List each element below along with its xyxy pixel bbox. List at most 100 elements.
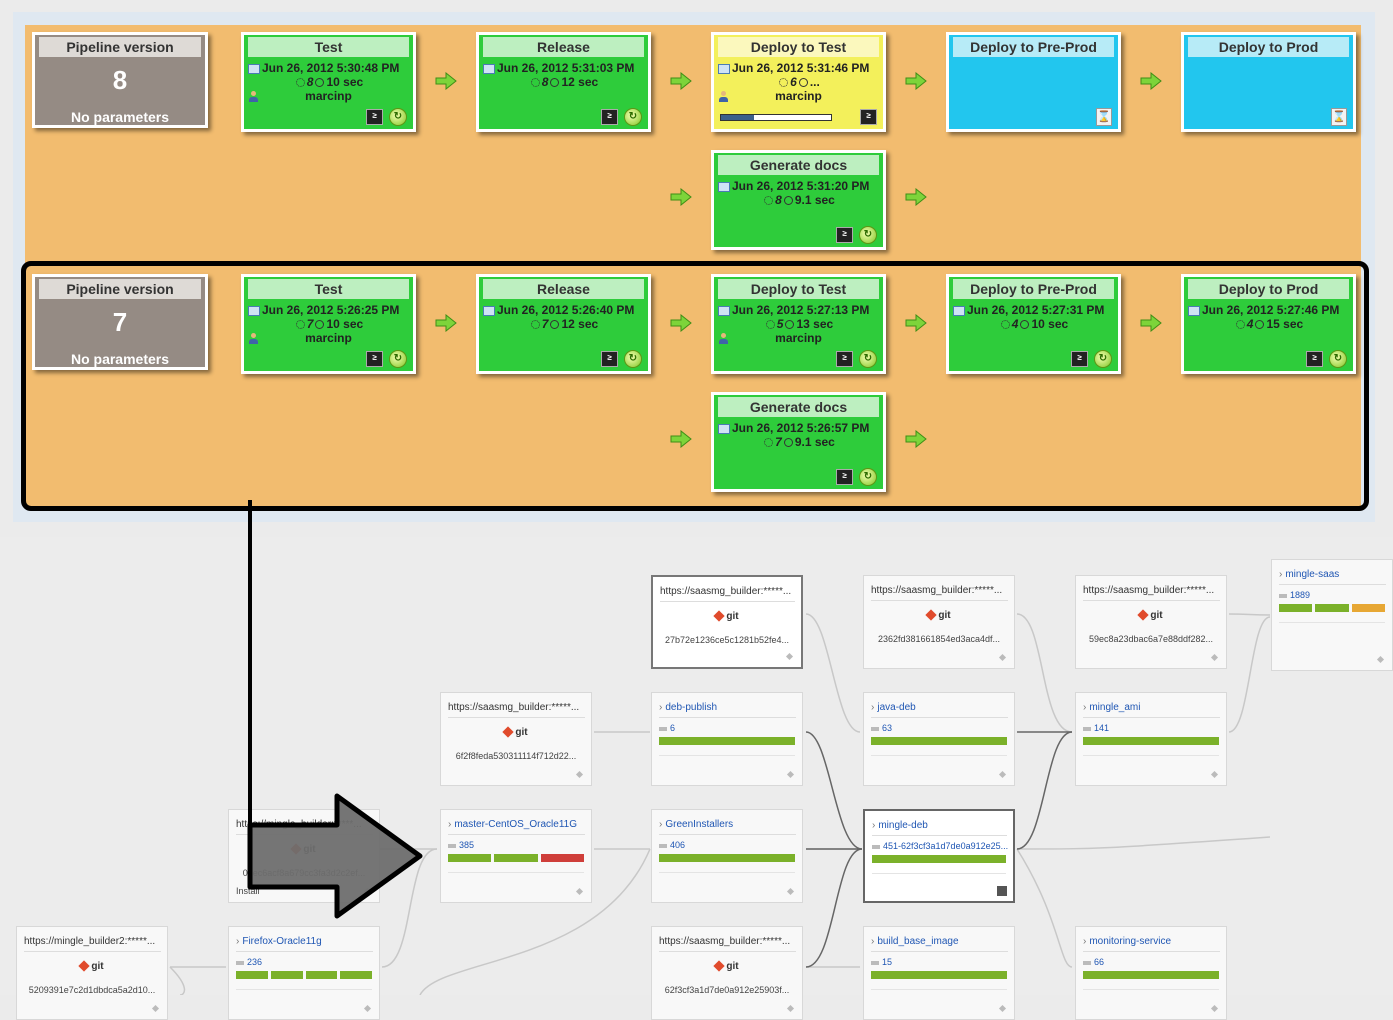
stage-status-bar[interactable]: [659, 854, 795, 862]
vsm-pipeline-counter[interactable]: 15: [871, 957, 892, 967]
vsm-pipeline-counter[interactable]: 66: [1083, 957, 1104, 967]
console-icon[interactable]: ≥: [836, 469, 853, 485]
pin-icon[interactable]: [151, 1004, 160, 1013]
rerun-icon[interactable]: ↻: [1094, 350, 1112, 368]
stage-deploy-to-pre-prod[interactable]: Deploy to Pre-Prod⌛: [946, 32, 1121, 132]
stage-status-bar[interactable]: [1279, 604, 1313, 612]
pin-icon[interactable]: [1210, 1004, 1219, 1013]
vsm-pipeline-card[interactable]: mingle-deb 451-62f3cf3a1d7de0a912e25...: [863, 809, 1015, 903]
rerun-icon[interactable]: ↻: [859, 468, 877, 486]
stage-status-bar[interactable]: [270, 971, 303, 979]
vsm-pipeline-card[interactable]: master-CentOS_Oracle11G 385: [440, 809, 592, 903]
stage-status-bar[interactable]: [872, 855, 1006, 863]
vsm-pipeline-card[interactable]: java-deb 63: [863, 692, 1015, 786]
stage-status-bar[interactable]: [871, 737, 1007, 745]
stage-status-bar[interactable]: [540, 854, 584, 862]
rerun-icon[interactable]: ↻: [859, 226, 877, 244]
rerun-icon[interactable]: ↻: [389, 108, 407, 126]
console-icon[interactable]: ≥: [860, 109, 877, 125]
vsm-pipeline-counter[interactable]: 451-62f3cf3a1d7de0a912e25...: [872, 841, 1008, 851]
vsm-pipeline-name[interactable]: java-deb: [871, 702, 1008, 718]
vsm-pipeline-name[interactable]: build_base_image: [871, 936, 1008, 952]
expand-icon[interactable]: [997, 886, 1007, 896]
vsm-pipeline-counter[interactable]: 63: [871, 723, 892, 733]
vsm-pipeline-counter[interactable]: 406: [659, 840, 685, 850]
pin-icon[interactable]: [786, 770, 795, 779]
vsm-pipeline-name[interactable]: deb-publish: [659, 702, 796, 718]
stage-status-bar[interactable]: [340, 971, 372, 979]
stage-status-bar[interactable]: [659, 737, 795, 745]
console-icon[interactable]: ≥: [601, 351, 618, 367]
rerun-icon[interactable]: ↻: [624, 350, 642, 368]
stage-status-bar[interactable]: [305, 971, 338, 979]
vsm-pipeline-counter[interactable]: 385: [448, 840, 474, 850]
vsm-pipeline-card[interactable]: build_base_image 15: [863, 926, 1015, 1020]
console-icon[interactable]: ≥: [1306, 351, 1323, 367]
stage-status-bar[interactable]: [1083, 737, 1219, 745]
pin-icon[interactable]: [785, 652, 794, 661]
rerun-icon[interactable]: ↻: [389, 350, 407, 368]
vsm-pipeline-name[interactable]: monitoring-service: [1083, 936, 1220, 952]
vsm-pipeline-counter[interactable]: 141: [1083, 723, 1109, 733]
vsm-pipeline-card[interactable]: mingle_ami 141: [1075, 692, 1227, 786]
pin-icon[interactable]: [363, 1004, 372, 1013]
pin-icon[interactable]: [998, 770, 1007, 779]
vsm-pipeline-name[interactable]: master-CentOS_Oracle11G: [448, 819, 585, 835]
pin-icon[interactable]: [786, 887, 795, 896]
pin-icon[interactable]: [575, 770, 584, 779]
rerun-icon[interactable]: ↻: [624, 108, 642, 126]
vsm-pipeline-name[interactable]: Firefox-Oracle11g: [236, 936, 373, 952]
pin-icon[interactable]: [786, 1004, 795, 1013]
vsm-pipeline-counter[interactable]: 6: [659, 723, 675, 733]
vsm-pipeline-card[interactable]: Firefox-Oracle11g 236: [228, 926, 380, 1020]
console-icon[interactable]: ≥: [836, 227, 853, 243]
rerun-icon[interactable]: ↻: [859, 350, 877, 368]
vsm-pipeline-name[interactable]: mingle-deb: [872, 820, 1007, 836]
stage-status-bar[interactable]: [236, 971, 268, 979]
console-icon[interactable]: ≥: [366, 109, 383, 125]
vsm-pipeline-card[interactable]: monitoring-service 66: [1075, 926, 1227, 1020]
vsm-pipeline-name[interactable]: mingle_ami: [1083, 702, 1220, 718]
stage-status-bar[interactable]: [494, 854, 538, 862]
stage-status-bar[interactable]: [871, 971, 1007, 979]
pin-icon[interactable]: [998, 1004, 1007, 1013]
rerun-icon[interactable]: ↻: [1329, 350, 1347, 368]
vsm-pipeline-name[interactable]: GreenInstallers: [659, 819, 796, 835]
pin-icon[interactable]: [998, 653, 1007, 662]
console-icon[interactable]: ≥: [366, 351, 383, 367]
pin-icon[interactable]: [1376, 655, 1385, 664]
stage-deploy-to-prod[interactable]: Deploy to Prod⌛: [1181, 32, 1356, 132]
stage-status-bar[interactable]: [1083, 971, 1219, 979]
vsm-pipeline-card[interactable]: GreenInstallers 406: [651, 809, 803, 903]
vsm-pipeline-counter[interactable]: 1889: [1279, 590, 1310, 600]
vsm-pipeline-counter[interactable]: 236: [236, 957, 262, 967]
console-icon[interactable]: ≥: [836, 351, 853, 367]
stage-status-bar[interactable]: [1351, 604, 1385, 612]
stage-status-bar[interactable]: [1315, 604, 1349, 612]
vsm-pipeline-card[interactable]: deb-publish 6: [651, 692, 803, 786]
stage-status-bar[interactable]: [448, 854, 492, 862]
console-icon[interactable]: ≥: [1071, 351, 1088, 367]
pin-icon[interactable]: [575, 887, 584, 896]
pin-icon[interactable]: [1210, 770, 1219, 779]
pin-icon[interactable]: [1210, 653, 1219, 662]
console-icon[interactable]: ≥: [601, 109, 618, 125]
